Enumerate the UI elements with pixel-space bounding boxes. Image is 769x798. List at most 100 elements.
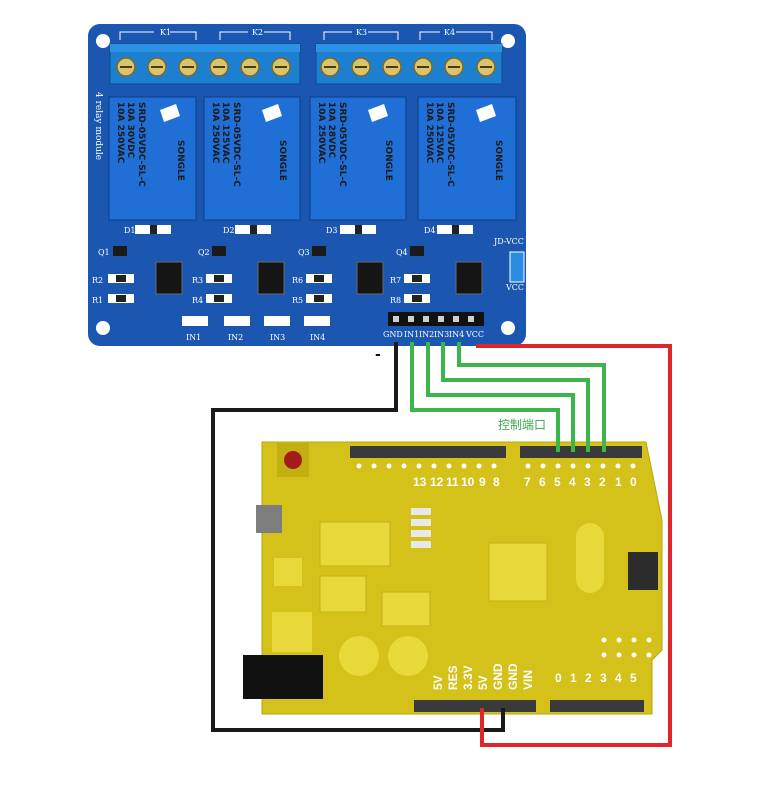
jumper-label-top: JD-VCC <box>493 237 524 246</box>
capacitor <box>339 636 379 676</box>
power-pin-gnd-b: GND <box>506 663 520 690</box>
mounting-hole <box>96 34 110 48</box>
power-pin-5v: 5V <box>476 675 490 690</box>
transistor-q3-label: Q3 <box>298 248 310 257</box>
led-in2-label: IN2 <box>228 333 243 342</box>
power-pin-vin: VIN <box>521 670 535 690</box>
resistor-label: R7 <box>390 276 401 285</box>
transistor-q4-label: Q4 <box>396 248 408 257</box>
signal-wire-in2 <box>426 342 575 452</box>
microcontroller-chip <box>488 542 548 602</box>
resistor-label: R4 <box>192 296 203 305</box>
power-jack-pad <box>272 612 312 652</box>
header-holes <box>356 463 636 469</box>
relay-brand: SONGLE <box>175 140 185 181</box>
crystal-pad <box>274 558 302 586</box>
input-header-pins <box>393 316 474 322</box>
pin-0: 0 <box>630 475 637 489</box>
resistor-label: R3 <box>192 276 203 285</box>
signal-wire-in3 <box>441 342 590 452</box>
terminal-schematic-marks <box>119 31 493 40</box>
transistor-q1-label: Q1 <box>98 248 110 257</box>
analog-pin-4: 4 <box>615 671 622 685</box>
analog-pin-1: 1 <box>570 671 577 685</box>
terminal-block-left <box>109 43 301 85</box>
jd-vcc-jumper <box>509 251 525 283</box>
pin-5: 5 <box>554 475 561 489</box>
relay-model: SRD-05VDC-SL-C <box>231 102 241 187</box>
mounting-hole <box>501 321 515 335</box>
regulator-chip <box>319 575 367 613</box>
relay-model: SRD-05VDC-SL-C <box>337 102 347 187</box>
relay-k3-label: K3 <box>356 28 367 37</box>
analog-pin-0: 0 <box>555 671 562 685</box>
songle-logo-icon <box>476 104 496 122</box>
pin-8: 8 <box>493 475 500 489</box>
minus-sign: - <box>375 347 381 363</box>
crystal-oscillator <box>576 523 604 593</box>
resistor-label: R6 <box>292 276 303 285</box>
relay-rating-2: 10A 125VAC <box>220 102 230 164</box>
power-pin-3v3: 3.3V <box>461 665 475 690</box>
relay-k2: 10A 250VAC 10A 125VAC SRD-05VDC-SL-C SON… <box>203 96 301 221</box>
status-leds-arduino <box>411 508 431 548</box>
power-pin-res: RES <box>446 665 460 690</box>
control-port-label: 控制端口 <box>498 418 546 432</box>
board-title: 4 relay module <box>93 92 103 160</box>
arduino-board: 13 12 11 10 9 8 7 6 5 4 3 2 1 0 <box>243 441 663 715</box>
relay-pcb <box>88 24 526 346</box>
relay-k3: 10A 250VAC 10A 28VDC SRD-05VDC-SL-C SONG… <box>309 96 407 221</box>
relay-rating-1: 10A 250VAC <box>115 102 125 164</box>
diode-d3-label: D3 <box>326 226 338 235</box>
relay-rating-1: 10A 250VAC <box>210 102 220 164</box>
relay-brand: SONGLE <box>383 140 393 181</box>
diode-d1-label: D1 <box>124 226 136 235</box>
pin-3: 3 <box>584 475 591 489</box>
reset-button <box>284 451 302 469</box>
songle-logo-icon <box>160 104 180 122</box>
relay-rating-1: 10A 250VAC <box>424 102 434 164</box>
pin-2: 2 <box>599 475 606 489</box>
relay-brand: SONGLE <box>493 140 503 181</box>
jumper-label-bottom: VCC <box>505 283 524 292</box>
pin-4: 4 <box>569 475 576 489</box>
pin-9: 9 <box>479 475 486 489</box>
mounting-hole <box>96 321 110 335</box>
digital-header-low <box>520 446 642 458</box>
digital-pin-labels-low: 7 6 5 4 3 2 1 0 <box>524 475 637 489</box>
relay-k1: 10A 250VAC 10A 30VDC SRD-05VDC-SL-C SONG… <box>108 96 197 221</box>
pin-1: 1 <box>615 475 622 489</box>
led-in3-label: IN3 <box>270 333 285 342</box>
analog-holes <box>601 637 652 658</box>
ground-wire <box>211 342 505 732</box>
power-header <box>414 700 536 712</box>
transistor-row <box>113 246 424 256</box>
relay-module: 4 relay module K1 K2 <box>88 24 526 346</box>
power-pin-5v-a: 5V <box>431 675 445 690</box>
pin-7: 7 <box>524 475 531 489</box>
relay-model: SRD-05VDC-SL-C <box>445 102 455 187</box>
relay-rating-1: 10A 250VAC <box>316 102 326 164</box>
mounting-hole <box>501 34 515 48</box>
power-wire <box>476 344 672 747</box>
signal-wire-in1 <box>410 342 560 452</box>
resistor-label: R1 <box>92 296 103 305</box>
pin-label-vcc: VCC <box>465 330 484 339</box>
power-pin-gnd-a: GND <box>491 663 505 690</box>
usb-port <box>243 655 323 699</box>
analog-pin-2: 2 <box>585 671 592 685</box>
terminal-screws <box>116 57 496 77</box>
songle-logo-icon <box>368 104 388 122</box>
diode-d4-label: D4 <box>424 226 436 235</box>
resistor-label: R5 <box>292 296 303 305</box>
pin-13: 13 <box>413 475 427 489</box>
analog-pin-3: 3 <box>600 671 607 685</box>
pin-label-in4: IN4 <box>449 330 464 339</box>
digital-header-high <box>350 446 506 458</box>
pin-6: 6 <box>539 475 546 489</box>
led-in4-label: IN4 <box>310 333 325 342</box>
optocoupler-row <box>155 261 483 295</box>
usb-chip <box>319 521 391 567</box>
diode-row <box>135 225 473 234</box>
